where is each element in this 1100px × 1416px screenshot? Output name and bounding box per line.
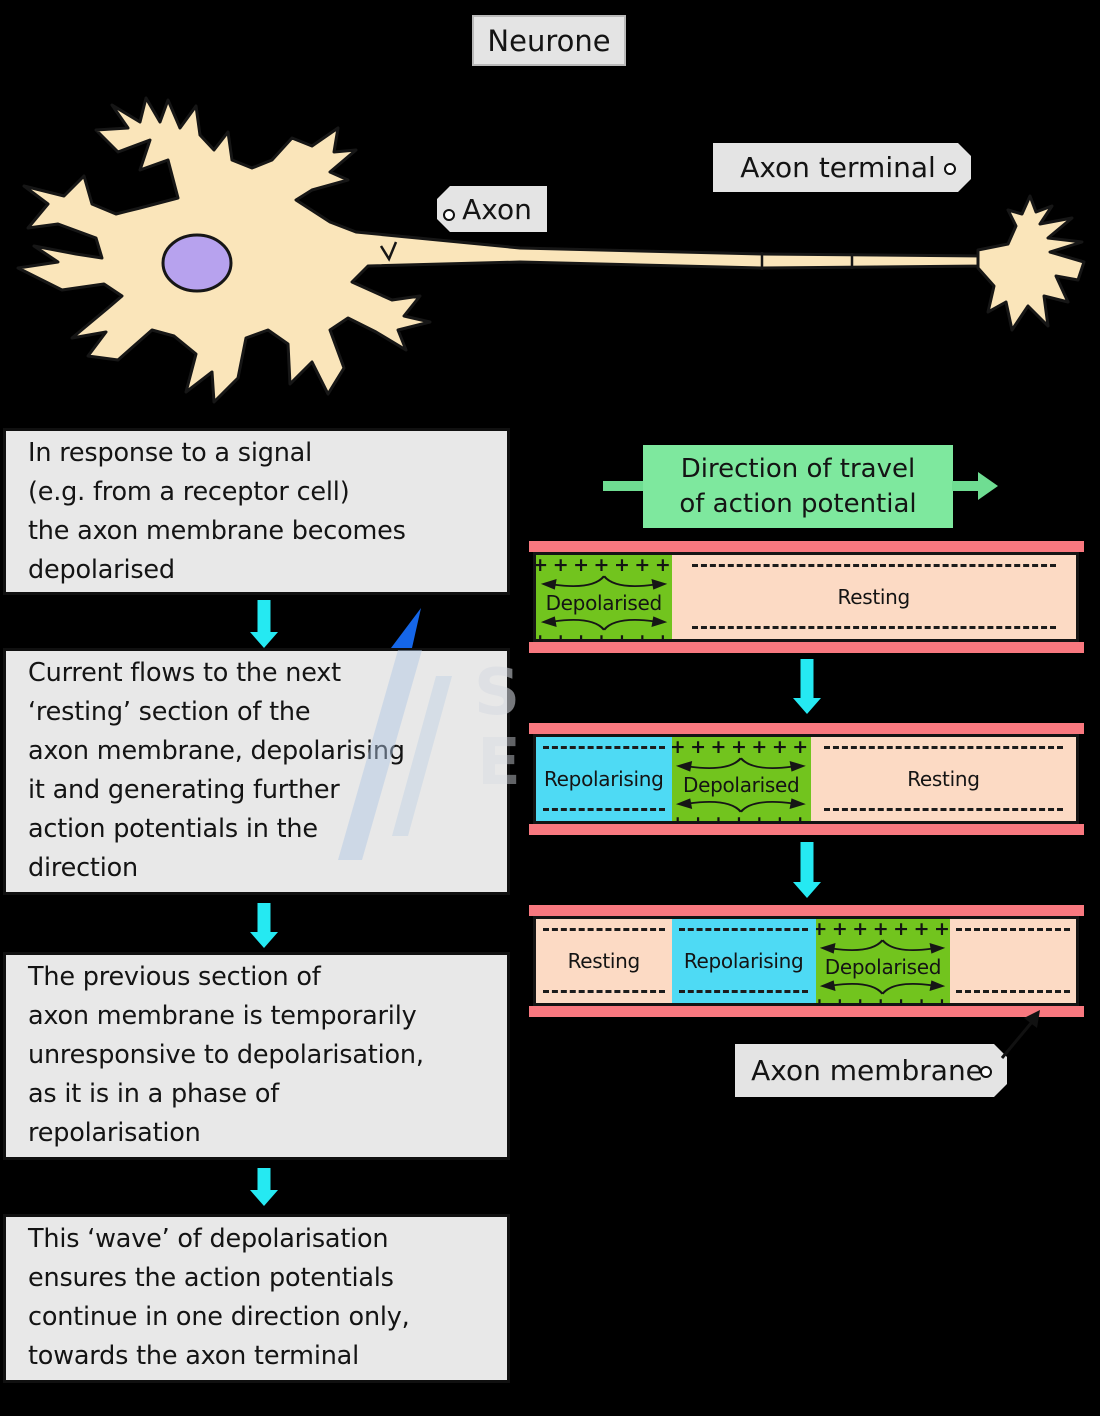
- current-spread-arrows-icon: [539, 615, 669, 632]
- membrane-segment-depolarised: +++++++++ Depolarised +++++++++: [671, 737, 811, 822]
- watermark-bolt-tip: [391, 608, 421, 648]
- current-spread-arrows-icon: [539, 574, 669, 591]
- membrane-bar-bottom: [529, 1006, 1084, 1017]
- negative-charges-dashes: [542, 746, 665, 749]
- axon-membrane-label-tag: Axon membrane: [735, 1044, 1007, 1097]
- negative-charges-dashes: [542, 808, 665, 811]
- membrane-inner: +++++++++ Depolarised +++++++++ Resting: [533, 552, 1079, 642]
- axon-terminal-label-tag: Axon terminal: [713, 143, 971, 192]
- negative-charges-dashes: [691, 626, 1056, 629]
- membrane-segment-repolarising: Repolarising: [671, 919, 816, 1003]
- step-box-2: Current flows to the next ‘resting’ sect…: [3, 648, 510, 895]
- current-spread-arrows-icon: [818, 938, 947, 955]
- membrane-segment-resting: Resting: [810, 737, 1076, 821]
- positive-charges: +++++++++: [536, 555, 672, 576]
- segment-label: Resting: [907, 766, 980, 791]
- axon-membrane-tag-hole-icon: [980, 1066, 992, 1078]
- positive-charges: +++++++++: [672, 814, 811, 822]
- negative-charges-dashes: [956, 990, 1070, 993]
- flow-arrow: [793, 659, 821, 714]
- segment-label: Depolarised: [545, 591, 663, 615]
- direction-of-travel-box: Direction of travel of action potential: [643, 445, 953, 528]
- axon-terminal-tag-hole-icon: [944, 163, 956, 175]
- current-spread-arrows-icon: [674, 797, 808, 814]
- negative-charges-dashes: [824, 746, 1063, 749]
- axon-membrane-label-text: Axon membrane: [751, 1054, 983, 1087]
- segment-label: Depolarised: [683, 773, 800, 797]
- axon-label-tag: Axon: [437, 186, 547, 232]
- direction-line-2: of action potential: [679, 488, 917, 519]
- flow-arrow: [250, 903, 278, 948]
- segment-label: Resting: [567, 948, 641, 973]
- membrane-segment-repolarising: Repolarising: [536, 737, 672, 821]
- positive-charges: +++++++++: [671, 737, 811, 758]
- flow-arrow: [250, 600, 278, 648]
- direction-line-1: Direction of travel: [680, 453, 916, 484]
- membrane-inner: Repolarising+++++++++Depolarised++++++++…: [533, 734, 1079, 824]
- axon-terminal-label-text: Axon terminal: [740, 151, 936, 184]
- axon-tag-hole-icon: [443, 209, 455, 221]
- membrane-bar-bottom: [529, 824, 1084, 835]
- membrane-segment-continued: [950, 919, 1076, 1003]
- direction-arrow-line: [603, 481, 643, 491]
- step-box-3: The previous section of axon membrane is…: [3, 952, 510, 1160]
- negative-charges-dashes: [542, 928, 665, 931]
- membrane-bar-top: [529, 541, 1084, 552]
- page-title-text: Neurone: [487, 23, 611, 58]
- membrane-inner: RestingRepolarising+++++++++Depolarised+…: [533, 916, 1079, 1006]
- positive-charges: +++++++++: [816, 996, 950, 1004]
- segment-label: Repolarising: [543, 766, 664, 791]
- membrane-diagram: RestingRepolarising+++++++++Depolarised+…: [529, 905, 1084, 1017]
- membrane-pointer-arrow: [1000, 1010, 1040, 1059]
- direction-arrowhead: [978, 472, 998, 500]
- membrane-bar-bottom: [529, 642, 1084, 653]
- nucleus: [161, 233, 233, 293]
- page-title: Neurone: [472, 15, 626, 66]
- membrane-bar-top: [529, 723, 1084, 734]
- negative-charges-dashes: [542, 990, 665, 993]
- membrane-bar-top: [529, 905, 1084, 916]
- negative-charges-dashes: [956, 928, 1070, 931]
- positive-charges: +++++++++: [536, 632, 672, 640]
- negative-charges-dashes: [691, 564, 1056, 567]
- segment-label: Depolarised: [824, 955, 942, 979]
- negative-charges-dashes: [824, 808, 1063, 811]
- axon-label-text: Axon: [462, 192, 532, 226]
- axon-pointer-notch: [379, 241, 398, 262]
- direction-arrow-line: [952, 481, 979, 491]
- negative-charges-dashes: [678, 990, 809, 993]
- axon-terminal-branches: [976, 194, 1086, 332]
- segment-label: Resting: [837, 584, 911, 609]
- membrane-segment-depolarised: +++++++++ Depolarised +++++++++: [815, 919, 951, 1004]
- current-spread-arrows-icon: [818, 979, 947, 996]
- membrane-segment-resting: Resting: [671, 555, 1076, 639]
- positive-charges: +++++++++: [815, 919, 951, 940]
- flow-arrow: [793, 842, 821, 898]
- membrane-segment-resting: Resting: [536, 919, 672, 1003]
- membrane-diagram: Repolarising+++++++++Depolarised++++++++…: [529, 723, 1084, 835]
- segment-label: Repolarising: [683, 948, 804, 973]
- membrane-segment-depolarised: +++++++++ Depolarised +++++++++: [536, 555, 672, 639]
- flow-arrow: [250, 1168, 278, 1206]
- step-box-1: In response to a signal (e.g. from a rec…: [3, 428, 510, 595]
- current-spread-arrows-icon: [674, 756, 808, 773]
- membrane-diagram: +++++++++ Depolarised +++++++++ Resting: [529, 541, 1084, 653]
- step-box-4: This ‘wave’ of depolarisation ensures th…: [3, 1214, 510, 1383]
- negative-charges-dashes: [678, 928, 809, 931]
